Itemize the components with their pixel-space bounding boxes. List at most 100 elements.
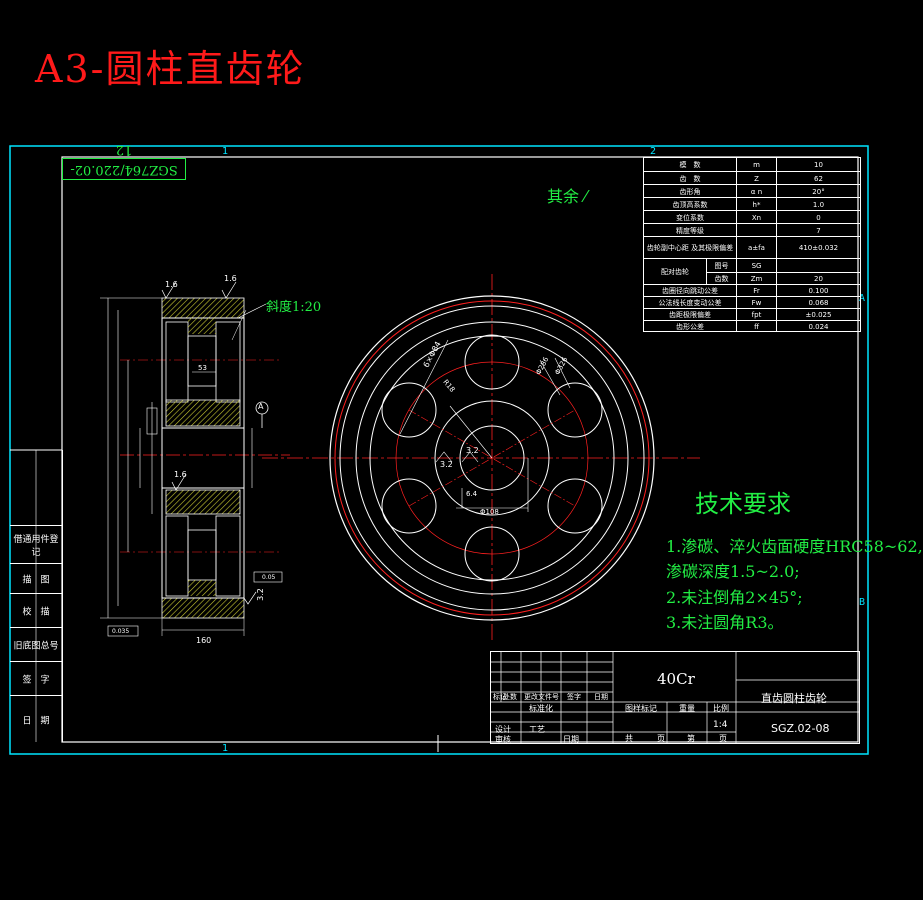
tb-sheet-label: 第 [687, 734, 695, 743]
tb-stage-label: 重量 [679, 704, 695, 713]
side-label: 签 字 [22, 675, 50, 686]
roughness-check-icon: ⁄ [584, 187, 587, 206]
side-label: 旧底图总号 [13, 641, 59, 652]
title-block: 40Cr 直齿圆柱齿轮 SGZ.02-08 1:4 标记 处数 更改文件号 签字… [490, 651, 860, 744]
side-row: 日 期 [10, 695, 62, 743]
side-label: 描 图 [22, 575, 50, 586]
param-value: 20° [812, 187, 825, 196]
roughness-1: 1.6 [165, 280, 178, 289]
side-row: 校 描 [10, 593, 62, 628]
param-label: 模 数 [644, 158, 737, 171]
param-label: 精度等级 [644, 224, 737, 237]
part-name: 直齿圆柱齿轮 [761, 692, 827, 705]
roughness-4: 3.2 [255, 588, 265, 601]
side-row: 旧底图总号 [10, 627, 62, 662]
taper-label: 斜度1:20 [266, 300, 322, 315]
mating-gear-label: 配对齿轮 [644, 259, 707, 285]
tb-stage-label: 比例 [713, 704, 729, 713]
gear-section-view [100, 281, 290, 637]
tb-header: 标记 [493, 693, 507, 701]
tech-requirement-line: 3.未注圆角R3。 [666, 613, 784, 632]
param-label: 齿 数 [644, 172, 737, 185]
param-symbol: ff [737, 321, 777, 332]
param-label: 公法线长度变动公差 [644, 297, 737, 309]
param-label: 齿顶高系数 [644, 198, 737, 211]
param-value: 20 [814, 274, 823, 283]
param-value: 7 [816, 226, 821, 235]
tolerance-2: 0.035 [112, 628, 130, 635]
dim-keyway: Φ108 [480, 508, 499, 516]
param-symbol: Fw [737, 297, 777, 309]
param-symbol: Zm [737, 272, 777, 285]
tb-row-label: 设计 [495, 725, 511, 734]
side-row: 借通用件登记 [10, 525, 62, 564]
param-row: 齿顶高系数 h* 1.0 [644, 197, 860, 211]
tb-row-label: 工艺 [529, 725, 545, 734]
param-value: 0.068 [808, 299, 829, 307]
param-label: 齿形公差 [644, 321, 737, 332]
mating-subrow: 图号 SG [707, 259, 860, 273]
tb-row-label: 审核 [495, 735, 511, 744]
mating-subrow: 齿数 Zm 20 [707, 272, 860, 285]
gear-parameter-table: 模 数 m 10 齿 数 Z 62 齿形角 α n 20° 齿顶高系数 h* 1… [643, 157, 861, 332]
param-row: 齿距极限偏差 fpt ±0.025 [644, 308, 860, 321]
param-label: 齿距极限偏差 [644, 309, 737, 321]
side-label: 借通用件登记 [13, 535, 59, 558]
param-label: 变位系数 [644, 211, 737, 224]
drawing-canvas [9, 145, 869, 755]
param-value: 0 [816, 213, 821, 222]
param-value: 0.100 [808, 287, 829, 295]
param-symbol: h* [737, 198, 777, 211]
param-row: 齿 数 Z 62 [644, 171, 860, 185]
param-symbol: Xn [737, 211, 777, 224]
scale-value: 1:4 [713, 720, 728, 730]
tb-sheet-label: 共 [625, 734, 633, 743]
approval-side-strip: 借通用件登记 描 图 校 描 旧底图总号 签 字 日 期 [10, 450, 63, 742]
side-row: 签 字 [10, 661, 62, 696]
param-row: 齿形角 α n 20° [644, 184, 860, 198]
hub-dimension: 53 [198, 364, 207, 372]
zone-marker-b: B [859, 597, 866, 608]
side-label: 校 描 [22, 607, 50, 618]
tb-header: 日期 [594, 693, 608, 701]
zone-marker-a: A [859, 293, 866, 304]
tech-requirements-title: 技术要求 [695, 490, 791, 518]
tb-row-label: 日期 [563, 735, 579, 744]
param-label: 齿形角 [644, 185, 737, 198]
tb-sheet-label: 页 [657, 734, 665, 743]
param-symbol: Z [737, 172, 777, 185]
roughness-3: 1.6 [174, 470, 187, 479]
param-symbol [737, 224, 777, 237]
param-value [777, 259, 860, 272]
width-dimension: 160 [196, 636, 212, 645]
param-row: 变位系数 Xn 0 [644, 210, 860, 224]
tb-header: 处数 [503, 693, 517, 701]
tb-stage-label: 图样标记 [625, 704, 657, 713]
roughness-front-1: 3.2 [440, 460, 453, 469]
tb-header: 更改文件号 [524, 693, 559, 701]
tolerance-1: 0.05 [262, 574, 276, 581]
side-row: 描 图 [10, 563, 62, 594]
param-row: 精度等级 7 [644, 223, 860, 237]
roughness-front-2: 3.2 [466, 446, 479, 455]
param-label: 图号 [707, 259, 737, 272]
tb-sheet-label: 页 [719, 734, 727, 743]
param-row: 模 数 m 10 [644, 158, 860, 171]
param-value: 62 [814, 174, 823, 183]
param-value: 410±0.032 [798, 244, 839, 252]
param-symbol: Fr [737, 285, 777, 297]
param-symbol: SG [737, 259, 777, 272]
param-row-mating: 配对齿轮 图号 SG 齿数 Zm 20 [644, 258, 860, 285]
drawing-number: SGZ.02-08 [771, 722, 830, 735]
surface-finish-note: 其余 ⁄ [547, 183, 587, 207]
param-symbol: fpt [737, 309, 777, 321]
param-value: 10 [814, 160, 823, 169]
param-label: 齿数 [707, 272, 737, 285]
tb-header: 签字 [567, 693, 581, 701]
tb-row-label: 标准化 [529, 704, 553, 713]
side-strip-lines [10, 449, 62, 742]
param-value: 1.0 [812, 200, 825, 209]
surface-note-text: 其余 [547, 187, 580, 206]
param-label: 齿圈径向跳动公差 [644, 285, 737, 297]
param-value: ±0.025 [805, 311, 832, 319]
